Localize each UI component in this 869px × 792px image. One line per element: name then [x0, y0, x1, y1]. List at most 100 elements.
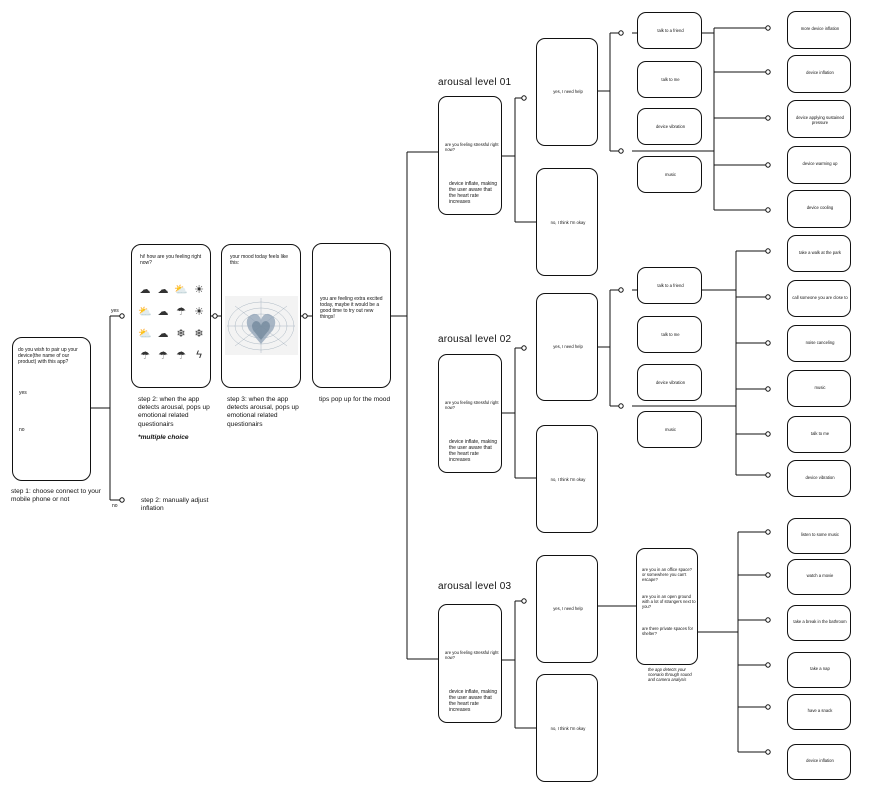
scan-question-office: are you in an office space? or somewhere… — [642, 567, 692, 583]
action-label: call someone you are close to — [792, 294, 848, 300]
lightning-icon[interactable]: ϟ — [196, 349, 202, 361]
pairing-question: do you wish to pair up your device(the n… — [18, 347, 78, 365]
action-label: watch a movie — [806, 573, 834, 578]
step1-pairing-card[interactable]: do you wish to pair up your device(the n… — [12, 337, 91, 481]
action-card-talk-to-me[interactable]: talk to me — [787, 416, 851, 453]
cloud-icon[interactable]: ☁ — [157, 328, 169, 340]
action-label: take a walk at the park — [799, 249, 841, 255]
weather-icon-grid[interactable]: ☁ ☁ ⛅ ☀ ⛅ ☁ ☂ ☀ ⛅ ☁ ❄ ❄ ☂ ☂ ☂ ϟ — [136, 283, 208, 362]
cloud-sun-icon[interactable]: ⛅ — [174, 284, 188, 296]
action-label: device inflation — [806, 70, 834, 75]
level2-option-talk-me[interactable]: talk to me — [637, 316, 702, 353]
action-card-more-device-inflation[interactable]: more device inflation — [787, 11, 851, 49]
level2-no-label: no, I think I'm okay — [550, 477, 586, 482]
branch-yes-label: yes — [111, 308, 119, 314]
tips-card[interactable]: you are feeling extra excited today, may… — [312, 243, 391, 388]
level2-heading: arousal level 02 — [438, 334, 512, 345]
action-card-music[interactable]: music — [787, 370, 851, 407]
action-card-have-a-snack[interactable]: have a snack — [787, 694, 851, 730]
action-label: music — [814, 384, 826, 390]
level3-no-button[interactable]: no, I think I'm okay — [536, 674, 598, 782]
level1-option-talk-me[interactable]: talk to me — [637, 61, 702, 98]
multiple-choice-note: *multiple choice — [138, 434, 189, 441]
action-label: take a break in the bathroom — [793, 619, 847, 624]
level3-yes-button[interactable]: yes, I need help — [536, 555, 598, 663]
level1-question-card[interactable]: are you feeling stressful right now? dev… — [438, 96, 502, 215]
pairing-no-option[interactable]: no — [19, 427, 25, 433]
action-card-device-warming-up[interactable]: device warming up — [787, 146, 851, 184]
action-card-take-a-break-in-the-bathroom[interactable]: take a break in the bathroom — [787, 605, 851, 641]
step1-caption: step 1: choose connect to your mobile ph… — [11, 488, 101, 504]
action-label: have a snack — [807, 708, 833, 713]
level2-option-music[interactable]: music — [637, 411, 702, 448]
action-card-take-a-nap[interactable]: take a nap — [787, 652, 851, 688]
sun-icon[interactable]: ☀ — [194, 306, 204, 318]
action-card-device-applying-sustained-pressure[interactable]: device applying sustained pressure — [787, 100, 851, 138]
action-card-device-vibration[interactable]: device vibration — [787, 460, 851, 497]
cloud-icon[interactable]: ☁ — [157, 306, 169, 318]
level1-no-button[interactable]: no, I think I'm okay — [536, 168, 598, 276]
snowflake-icon[interactable]: ❄ — [194, 328, 204, 340]
level2-option-vibration[interactable]: device vibration — [637, 364, 702, 401]
level3-heading: arousal level 03 — [438, 581, 512, 592]
action-card-take-a-walk-at-the-park[interactable]: take a walk at the park — [787, 235, 851, 272]
option-label: talk to me — [661, 332, 680, 337]
step2-caption: step 2: when the app detects arousal, po… — [138, 396, 210, 428]
level3-yes-label: yes, I need help — [553, 606, 583, 611]
level1-option-vibration[interactable]: device vibration — [637, 108, 702, 145]
mood-result-title: your mood today feels like this: — [230, 254, 289, 266]
cloud-sun-icon[interactable]: ⛅ — [138, 328, 152, 340]
manual-inflation-caption: step 2: manually adjust inflation — [141, 497, 209, 513]
action-card-device-inflation[interactable]: device inflation — [787, 744, 851, 780]
sun-icon[interactable]: ☀ — [194, 284, 204, 296]
option-label: device vibration — [655, 380, 686, 385]
cloud-icon[interactable]: ☁ — [157, 284, 169, 296]
option-label: talk to me — [661, 77, 680, 82]
level1-no-label: no, I think I'm okay — [550, 220, 586, 225]
level1-option-music[interactable]: music — [637, 156, 702, 193]
level3-scenario-scan-card[interactable]: are you in an office space? or somewhere… — [636, 548, 698, 665]
step3-mood-result-card[interactable]: your mood today feels like this: — [221, 244, 301, 388]
level3-question-card[interactable]: are you feeling stressful right now? dev… — [438, 604, 502, 723]
mood-heart-chart — [227, 298, 295, 353]
level2-inflate-note: device inflate, making the user aware th… — [449, 439, 498, 463]
action-card-device-cooling[interactable]: device cooling — [787, 190, 851, 228]
cloud-rain-icon[interactable]: ☂ — [176, 350, 186, 362]
scan-caption: the app detects your scenario through so… — [648, 667, 692, 683]
option-label: talk to a friend — [657, 283, 684, 288]
action-card-noise-canceling[interactable]: noise canceling — [787, 325, 851, 362]
step3-caption: step 3: when the app detects arousal, po… — [227, 396, 299, 428]
level1-yes-button[interactable]: yes, I need help — [536, 38, 598, 146]
tips-message: you are feeling extra excited today, may… — [320, 296, 383, 320]
snowflake-icon[interactable]: ❄ — [176, 328, 186, 340]
cloud-rain-icon[interactable]: ☂ — [158, 350, 168, 362]
level2-option-talk-friend[interactable]: talk to a friend — [637, 267, 702, 304]
option-label: talk to a friend — [657, 28, 684, 33]
cloud-rain-icon[interactable]: ☂ — [140, 350, 150, 362]
level2-yes-button[interactable]: yes, I need help — [536, 293, 598, 401]
pairing-yes-option[interactable]: yes — [19, 390, 27, 396]
level3-no-label: no, I think I'm okay — [550, 726, 586, 731]
mood-question: hi! how are you feeling right now? — [140, 254, 202, 266]
tips-caption: tips pop up for the mood — [319, 396, 391, 403]
scan-question-shelter: are there private spaces for shelter? — [642, 626, 693, 637]
level2-question: are you feeling stressful right now? — [445, 400, 499, 411]
step2-mood-question-card[interactable]: hi! how are you feeling right now? ☁ ☁ ⛅ ☀ ⛅… — [131, 244, 211, 388]
action-card-call-someone-you-are-close-to[interactable]: call someone you are close to — [787, 280, 851, 317]
cloud-rain-icon[interactable]: ☂ — [176, 306, 186, 318]
level2-question-card[interactable]: are you feeling stressful right now? dev… — [438, 354, 502, 473]
action-label: talk to me — [810, 430, 830, 436]
cloud-icon[interactable]: ☁ — [139, 284, 151, 296]
level1-option-talk-friend[interactable]: talk to a friend — [637, 12, 702, 49]
action-label: device vibration — [805, 474, 835, 480]
level2-no-button[interactable]: no, I think I'm okay — [536, 425, 598, 533]
mood-visualization — [225, 296, 298, 355]
option-label: device vibration — [655, 124, 686, 129]
action-card-listen-to-some-music[interactable]: listen to some music — [787, 518, 851, 554]
cloud-sun-icon[interactable]: ⛅ — [138, 306, 152, 318]
action-label: device applying sustained pressure — [796, 115, 844, 126]
level1-heading: arousal level 01 — [438, 77, 512, 88]
action-card-watch-a-movie[interactable]: watch a movie — [787, 559, 851, 595]
action-card-device-inflation[interactable]: device inflation — [787, 55, 851, 93]
